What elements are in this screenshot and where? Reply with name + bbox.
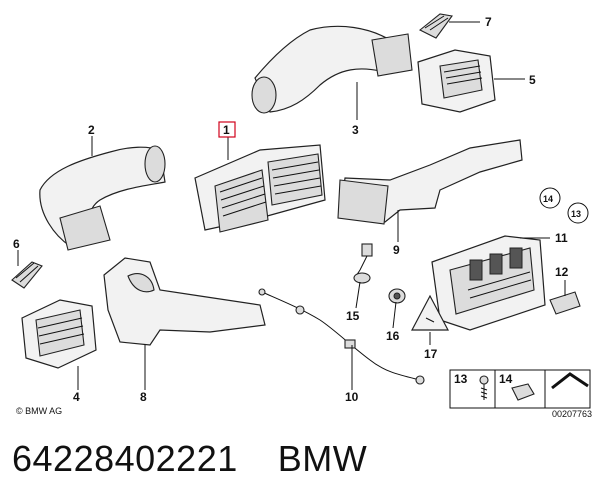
part-17-warning-label [411,294,449,331]
part-11-vent [431,235,546,331]
part-12-flap [549,291,581,315]
callout-14-circled: 14 [543,194,553,204]
callout-17: 17 [424,347,438,361]
part-16-clip [388,288,406,304]
leader-lines [17,21,566,390]
callout-9: 9 [393,243,400,257]
screw-icon [479,375,489,400]
legend-14-label: 14 [499,372,513,386]
callout-4: 4 [73,390,80,404]
callout-7: 7 [485,15,492,29]
circled-callouts [539,187,589,224]
callout-1: 1 [223,123,230,137]
part-3-duct [251,25,413,114]
legend-13-label: 13 [454,372,468,386]
part-1-vent [194,144,326,233]
reference-code: 00207763 [552,409,592,419]
part-15-sensor [353,243,373,284]
part-6-grill [11,261,43,289]
callout-1-highlight-box [218,121,236,138]
part-2-duct [39,145,166,251]
callout-16: 16 [386,329,400,343]
part-5-vent [417,49,496,113]
callout-12: 12 [555,265,569,279]
callout-6: 6 [13,237,20,251]
hardware-legend: 13 14 [449,369,591,409]
callout-11: 11 [555,231,568,245]
callout-3: 3 [352,123,359,137]
part-10-cable [258,288,425,385]
callout-5: 5 [529,73,536,87]
parts-diagram: 7 5 3 2 1 9 11 14 13 6 12 15 16 17 4 8 1… [11,13,592,419]
part-7-cover [418,13,453,39]
part-number: 64228402221 [12,438,238,479]
part-caption: 64228402221 BMW [12,438,367,480]
callout-2: 2 [88,123,95,137]
bracket-icon [551,372,589,390]
callout-10: 10 [345,390,359,404]
part-4-vent [21,299,97,369]
copyright-text: © BMW AG [16,406,62,416]
part-9-duct [337,139,523,225]
clip-nut-icon [511,383,535,401]
part-8-duct [103,257,266,346]
callout-13-circled: 13 [571,209,581,219]
brand-name: BMW [277,438,368,479]
callout-15: 15 [346,309,360,323]
callout-8: 8 [140,390,147,404]
